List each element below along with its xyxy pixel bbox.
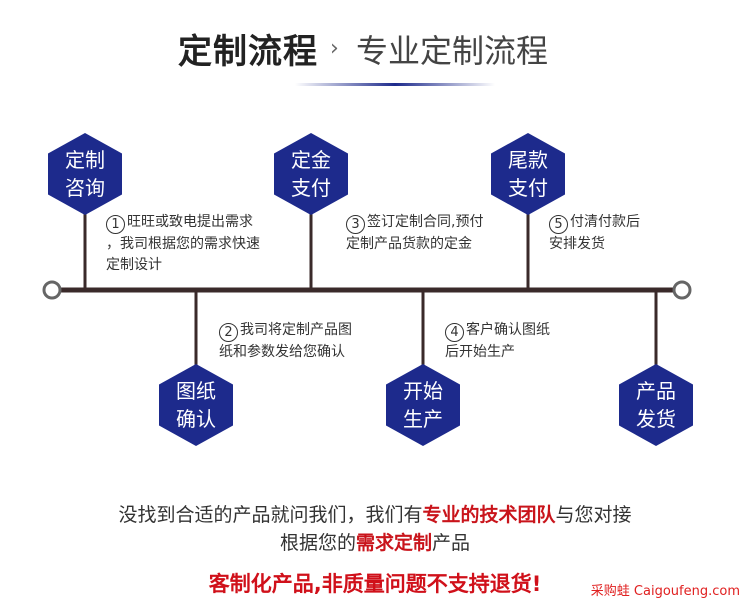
step-number-badge: 4 (445, 323, 464, 342)
page-title: 定制流程 (178, 32, 318, 72)
hexagon-icon (48, 133, 122, 215)
desc-line: ，我司根据您的需求快速 (106, 236, 260, 252)
contact-line-2: 根据您的需求定制产品 (0, 528, 750, 555)
step-production-label: 开始 生产 (403, 379, 443, 431)
desc-line: 纸和参数发给您确认 (219, 344, 345, 360)
highlight-text: 专业的技术团队 (422, 504, 556, 526)
title-underline (295, 83, 495, 86)
step-shipping-label: 产品 发货 (636, 379, 676, 431)
desc-line: 客户确认图纸 (466, 322, 550, 338)
highlight-text: 需求定制 (355, 532, 432, 554)
text: 与您对接 (555, 504, 632, 526)
desc-line: 我司将定制产品图 (240, 322, 352, 338)
hexagon-icon (274, 133, 348, 215)
hexagon-icon (386, 364, 460, 446)
chevron-right-icon: › (330, 36, 339, 61)
step-deposit-label: 定金 支付 (291, 148, 331, 200)
step-consult-label: 定制 咨询 (65, 148, 105, 200)
desc-line: 安排发货 (549, 236, 605, 252)
watermark: 采购蛙 Caigoufeng.com (590, 584, 740, 599)
hexagon-icon (159, 364, 233, 446)
hexagon-icon (619, 364, 693, 446)
contact-line-1: 没找到合适的产品就问我们，我们有专业的技术团队与您对接 (0, 500, 750, 527)
step-drawing-label: 图纸 确认 (176, 379, 216, 431)
step-shipping-node: 产品 发货 (613, 362, 699, 448)
desc-line: 签订定制合同,预付 (367, 214, 484, 230)
desc-line: 定制设计 (106, 257, 162, 273)
no-return-warning: 客制化产品,非质量问题不支持退货! (208, 572, 542, 596)
hexagon-icon (491, 133, 565, 215)
step-number-badge: 3 (346, 215, 365, 234)
timeline-start-circle (42, 280, 62, 300)
step-production-node: 开始 生产 (380, 362, 466, 448)
step-drawing-node: 图纸 确认 (153, 362, 239, 448)
step-number-badge: 1 (106, 215, 125, 234)
text: 根据您的 (279, 532, 356, 554)
desc-line: 后开始生产 (445, 344, 515, 360)
step-deposit-node: 定金 支付 (268, 131, 354, 217)
page-subtitle: 专业定制流程 (356, 32, 549, 70)
step-balance-node: 尾款 支付 (485, 131, 571, 217)
step-balance-label: 尾款 支付 (508, 148, 548, 200)
desc-line: 付清付款后 (570, 214, 640, 230)
step-number-badge: 2 (219, 323, 238, 342)
step-consult-node: 定制 咨询 (42, 131, 128, 217)
desc-line: 定制产品货款的定金 (346, 236, 472, 252)
step-number-badge: 5 (549, 215, 568, 234)
text: 产品 (432, 532, 471, 554)
timeline-end-circle (672, 280, 692, 300)
text: 没找到合适的产品就问我们，我们有 (118, 504, 423, 526)
desc-line: 旺旺或致电提出需求 (127, 214, 253, 230)
